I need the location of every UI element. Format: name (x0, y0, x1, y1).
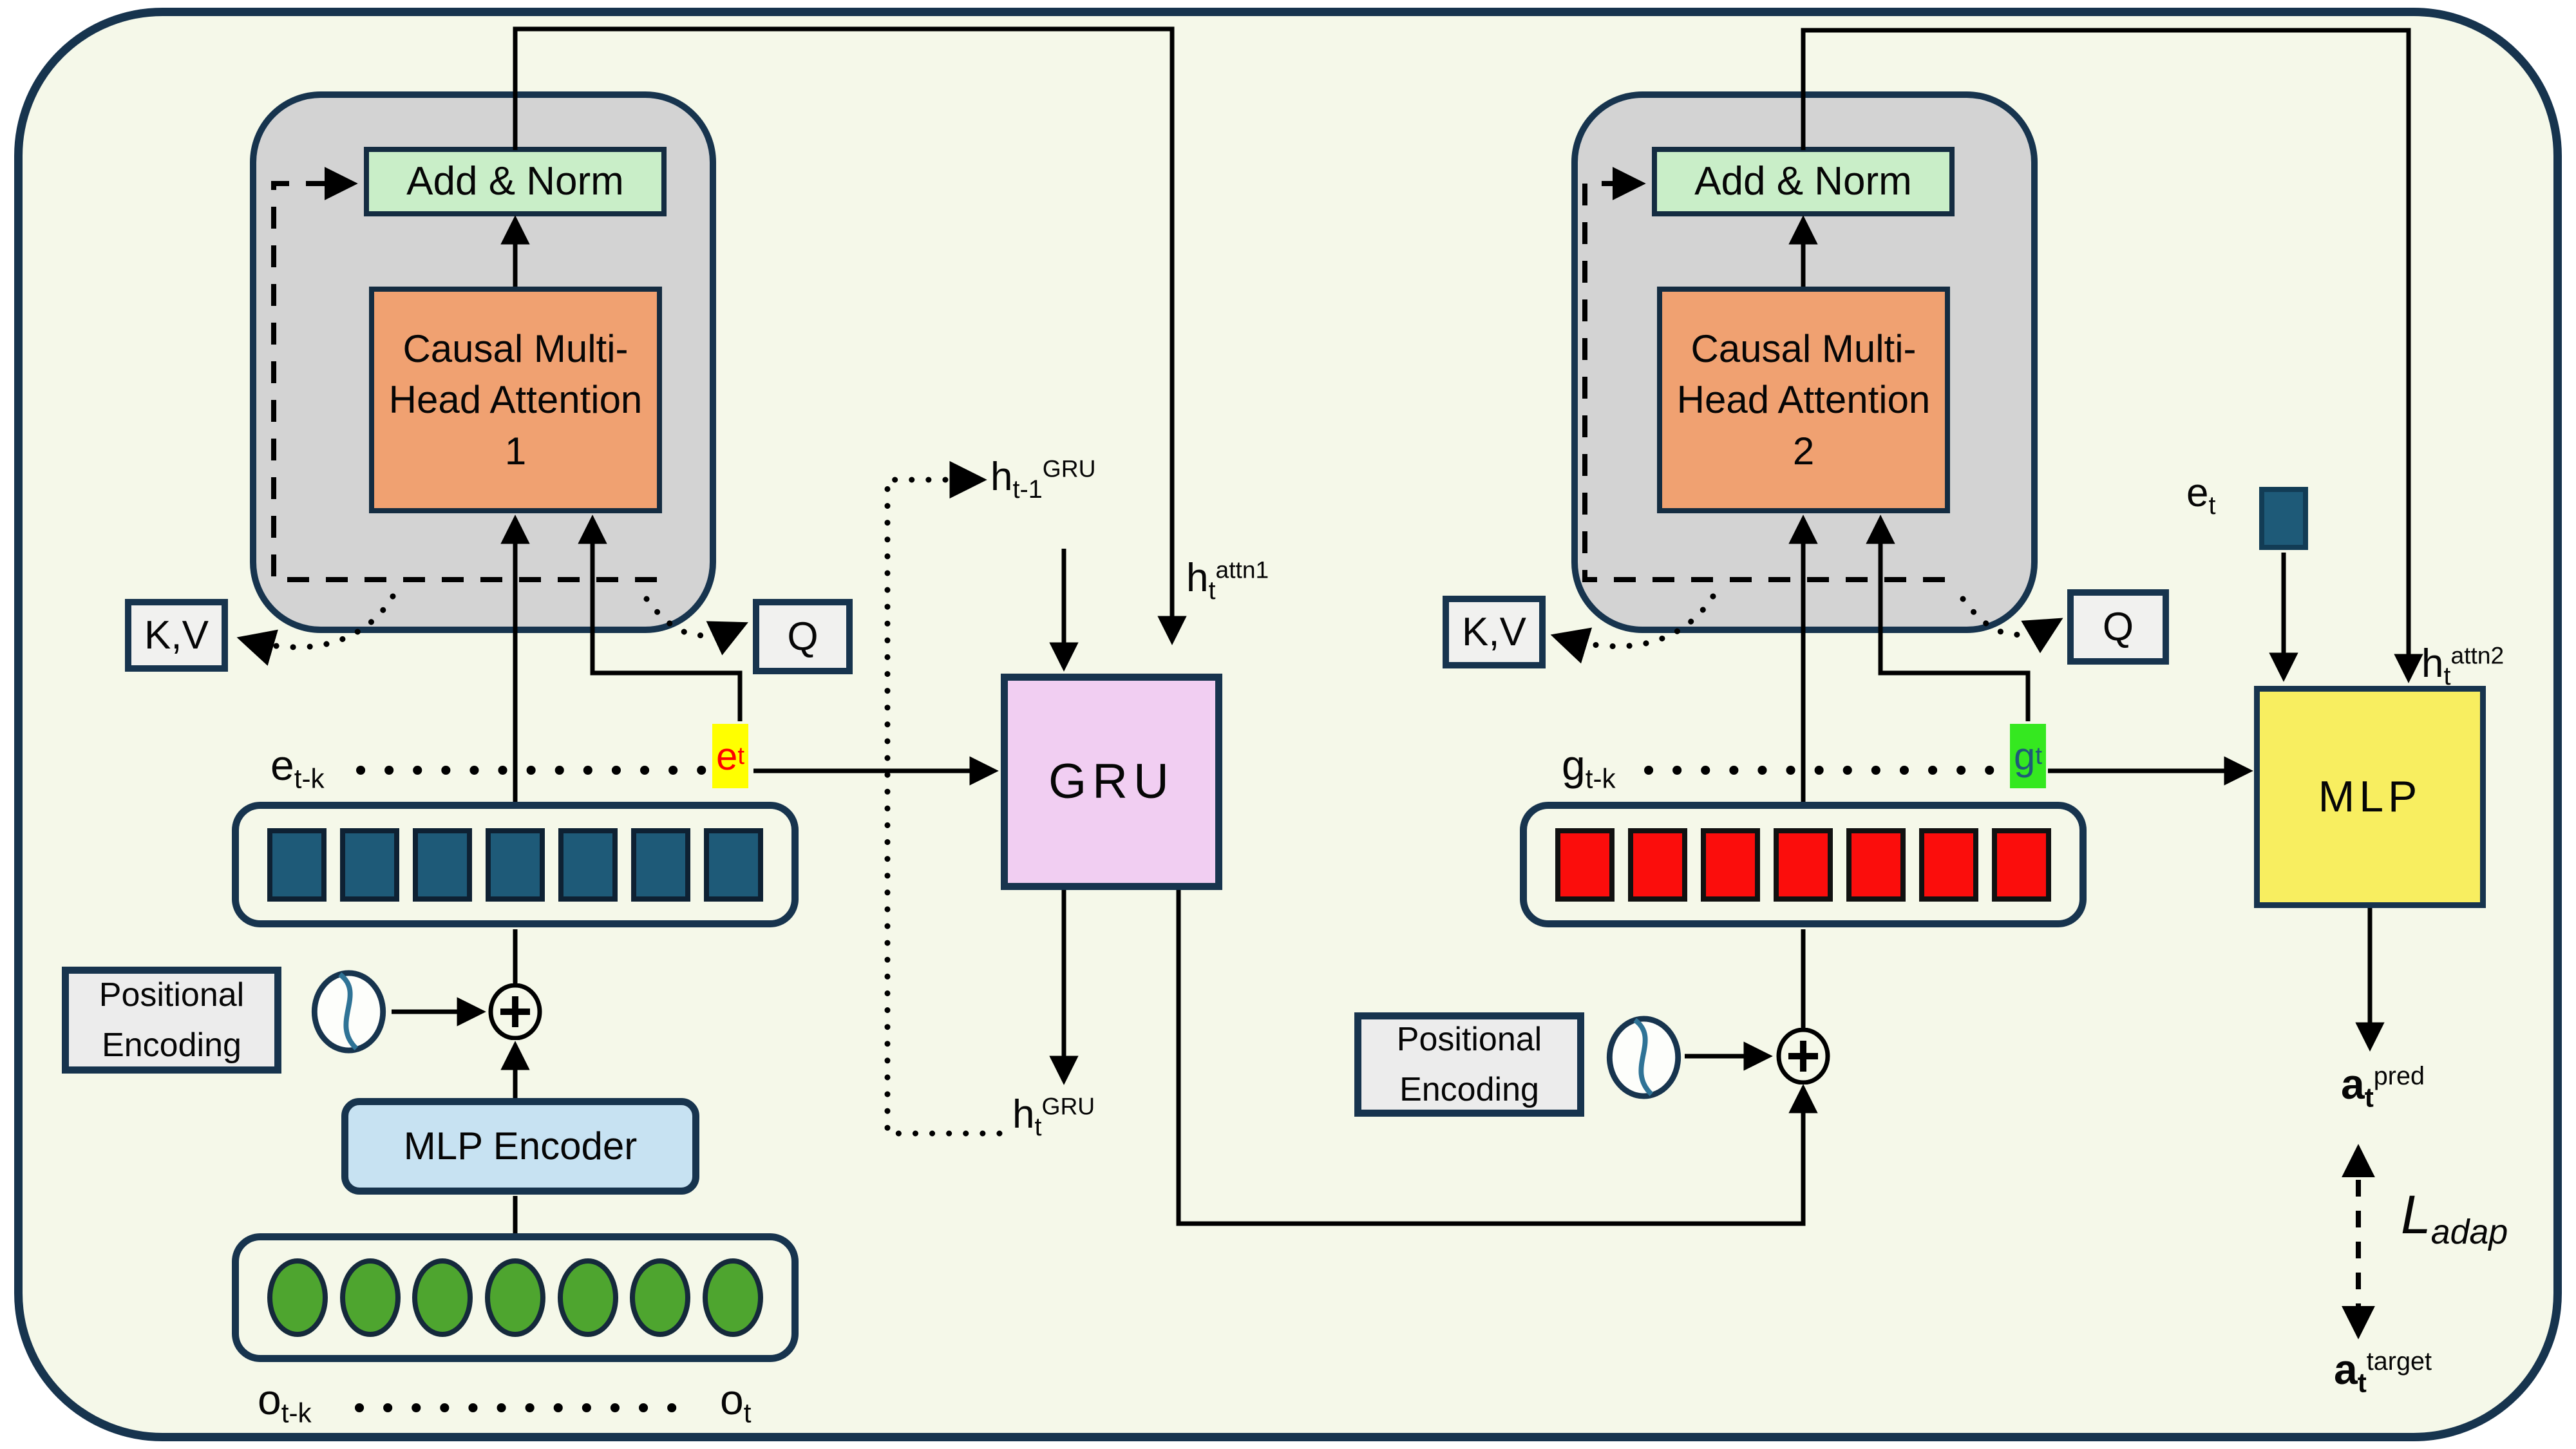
plus-circle-icon (1775, 1027, 1832, 1085)
observation-circle (339, 1258, 401, 1337)
q-1-label: Q (787, 614, 819, 659)
kv-1-box: K,V (125, 599, 228, 672)
embedding-token (631, 828, 690, 902)
goal-token (1555, 828, 1615, 902)
q-2-box: Q (2067, 589, 2169, 665)
mlp-encoder-box: MLP Encoder (341, 1098, 699, 1195)
a-pred-label: atpred (2340, 1060, 2425, 1113)
observation-circle (702, 1258, 763, 1337)
observation-container (232, 1233, 799, 1362)
add-norm-2-label: Add & Norm (1694, 159, 1912, 204)
h-out-gru-label: htGRU (1012, 1092, 1095, 1141)
embedding-token (558, 828, 618, 902)
goal-token (1992, 828, 2051, 902)
add-norm-1-label: Add & Norm (406, 159, 624, 204)
kv-2-label: K,V (1462, 609, 1526, 654)
o-t-label: ot (720, 1376, 752, 1428)
sine-wave-icon (310, 970, 388, 1054)
a-target-label: attarget (2333, 1345, 2432, 1398)
causal-attention-2-box: Causal Multi-Head Attention 2 (1657, 287, 1950, 513)
mlp-box: MLP (2254, 686, 2486, 908)
mlp-encoder-label: MLP Encoder (403, 1124, 638, 1168)
causal-attention-1-label: Causal Multi-Head Attention 1 (388, 327, 643, 473)
e-t-input-label: et (2186, 471, 2216, 520)
add-norm-1-box: Add & Norm (364, 147, 667, 216)
observation-circle (557, 1258, 618, 1337)
h-attn1-label: htattn1 (1186, 556, 1269, 605)
positional-encoding-1-box: Positional Encoding (62, 967, 281, 1074)
positional-encoding-2-label: Positional Encoding (1396, 1021, 1542, 1108)
q-1-box: Q (753, 599, 853, 674)
sine-wave-icon (1605, 1016, 1683, 1099)
add-norm-2-box: Add & Norm (1652, 147, 1955, 216)
gru-label: GRU (1048, 753, 1175, 809)
observation-circle (267, 1258, 328, 1337)
goal-token (1919, 828, 1978, 902)
embedding-token (704, 828, 763, 902)
e-t-token-square (2259, 487, 2308, 550)
observation-circle (484, 1258, 545, 1337)
mlp-label: MLP (2318, 772, 2422, 821)
embedding-token-container (232, 802, 799, 927)
o-t-k-label: ot-k (258, 1376, 312, 1428)
h-prev-gru-label: ht-1GRU (990, 455, 1096, 504)
goal-token (1846, 828, 1906, 902)
kv-1-label: K,V (144, 612, 209, 658)
goal-token (1701, 828, 1760, 902)
positional-encoding-2-box: Positional Encoding (1354, 1012, 1584, 1117)
adaptation-loss-label: Ladap (2401, 1184, 2508, 1252)
g-t-k-label: gt-k (1562, 741, 1616, 794)
e-t-k-label: et-k (270, 741, 325, 794)
observation-circle (412, 1258, 473, 1337)
q-2-label: Q (2102, 604, 2134, 649)
goal-token-container (1520, 802, 2087, 927)
gru-box: GRU (1001, 674, 1222, 890)
plus-circle-icon (487, 983, 544, 1041)
observation-circle (630, 1258, 691, 1337)
goal-token (1774, 828, 1833, 902)
embedding-token (413, 828, 472, 902)
embedding-token (486, 828, 545, 902)
embedding-token (267, 828, 327, 902)
causal-attention-2-label: Causal Multi-Head Attention 2 (1676, 327, 1931, 473)
h-attn2-label: htattn2 (2421, 641, 2505, 690)
embedding-token (340, 828, 399, 902)
goal-token (1628, 828, 1687, 902)
kv-2-box: K,V (1443, 596, 1546, 668)
causal-attention-1-box: Causal Multi-Head Attention 1 (369, 287, 662, 513)
positional-encoding-1-label: Positional Encoding (99, 976, 245, 1064)
